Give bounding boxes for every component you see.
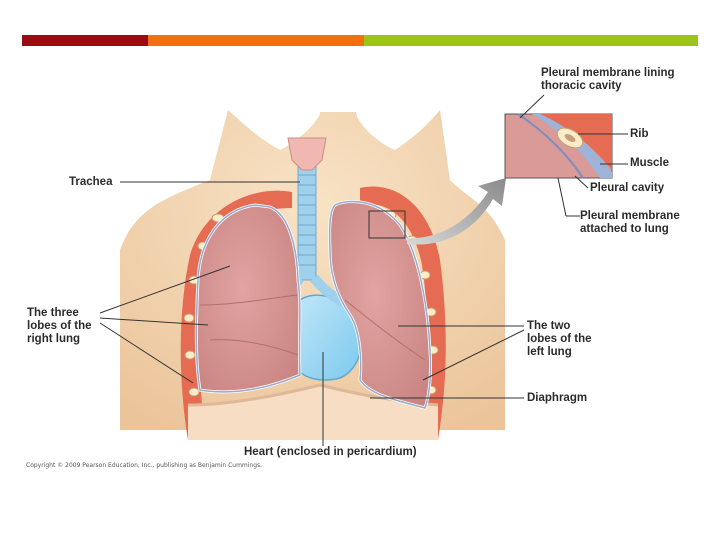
label-muscle: Muscle (630, 157, 669, 170)
copyright-notice: Copyright © 2009 Pearson Education, Inc.… (26, 462, 262, 469)
label-pleural-membrane-lining: Pleural membrane lining thoracic cavity (541, 67, 675, 93)
label-pleural-membrane-attached: Pleural membrane attached to lung (580, 210, 680, 236)
label-pleural-cavity: Pleural cavity (590, 182, 664, 195)
label-diaphragm: Diaphragm (527, 392, 587, 405)
label-left-lung: The two lobes of the left lung (527, 320, 592, 359)
label-heart: Heart (enclosed in pericardium) (244, 446, 417, 459)
inset-detail (505, 114, 612, 178)
label-rib: Rib (630, 128, 649, 141)
label-right-lung: The three lobes of the right lung (27, 307, 92, 346)
label-trachea: Trachea (69, 176, 112, 189)
trachea (298, 165, 316, 280)
